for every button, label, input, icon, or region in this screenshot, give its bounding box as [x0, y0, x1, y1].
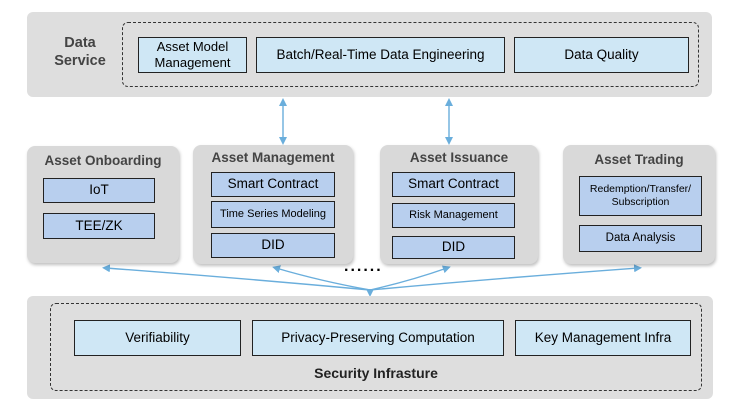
iot-box: IoT [43, 178, 155, 203]
data-engineering-box: Batch/Real-Time Data Engineering [256, 37, 505, 73]
redemption-transfer-subscription-box: Redemption/Transfer/ Subscription [579, 176, 702, 216]
key-management-infra-box: Key Management Infra [515, 320, 691, 356]
data-analysis-box: Data Analysis [579, 225, 702, 252]
security-title: Security Infrasture [314, 365, 438, 381]
curve-trading [369, 264, 642, 291]
smart-contract-box-issuance: Smart Contract [392, 172, 515, 197]
asset-trading-title: Asset Trading [594, 152, 684, 167]
time-series-modeling-box: Time Series Modeling [211, 201, 335, 228]
verifiability-box: Verifiability [74, 320, 241, 356]
did-box-management: DID [211, 233, 335, 258]
risk-management-box: Risk Management [392, 203, 515, 228]
asset-onboarding-title: Asset Onboarding [44, 153, 162, 168]
curve-management [272, 265, 371, 291]
curve-onboarding [102, 264, 371, 291]
asset-model-management-box: Asset Model Management [138, 37, 247, 73]
data-service-title-line2: Service [54, 53, 106, 70]
privacy-preserving-computation-box: Privacy-Preserving Computation [252, 320, 504, 356]
asset-onboarding-column: Asset Onboarding [27, 146, 179, 263]
more-modules-ellipsis: ...... [344, 258, 383, 275]
data-quality-box: Data Quality [514, 37, 689, 73]
asset-issuance-title: Asset Issuance [409, 150, 509, 165]
data-service-title: Data Service [40, 34, 120, 70]
curve-issuance [369, 265, 451, 291]
asset-management-title: Asset Management [211, 150, 335, 165]
did-box-issuance: DID [392, 236, 515, 259]
security-group [50, 303, 702, 391]
smart-contract-box-management: Smart Contract [211, 172, 335, 197]
data-service-group [122, 22, 699, 87]
data-service-title-line1: Data [64, 35, 96, 51]
tee-zk-box: TEE/ZK [43, 213, 155, 239]
